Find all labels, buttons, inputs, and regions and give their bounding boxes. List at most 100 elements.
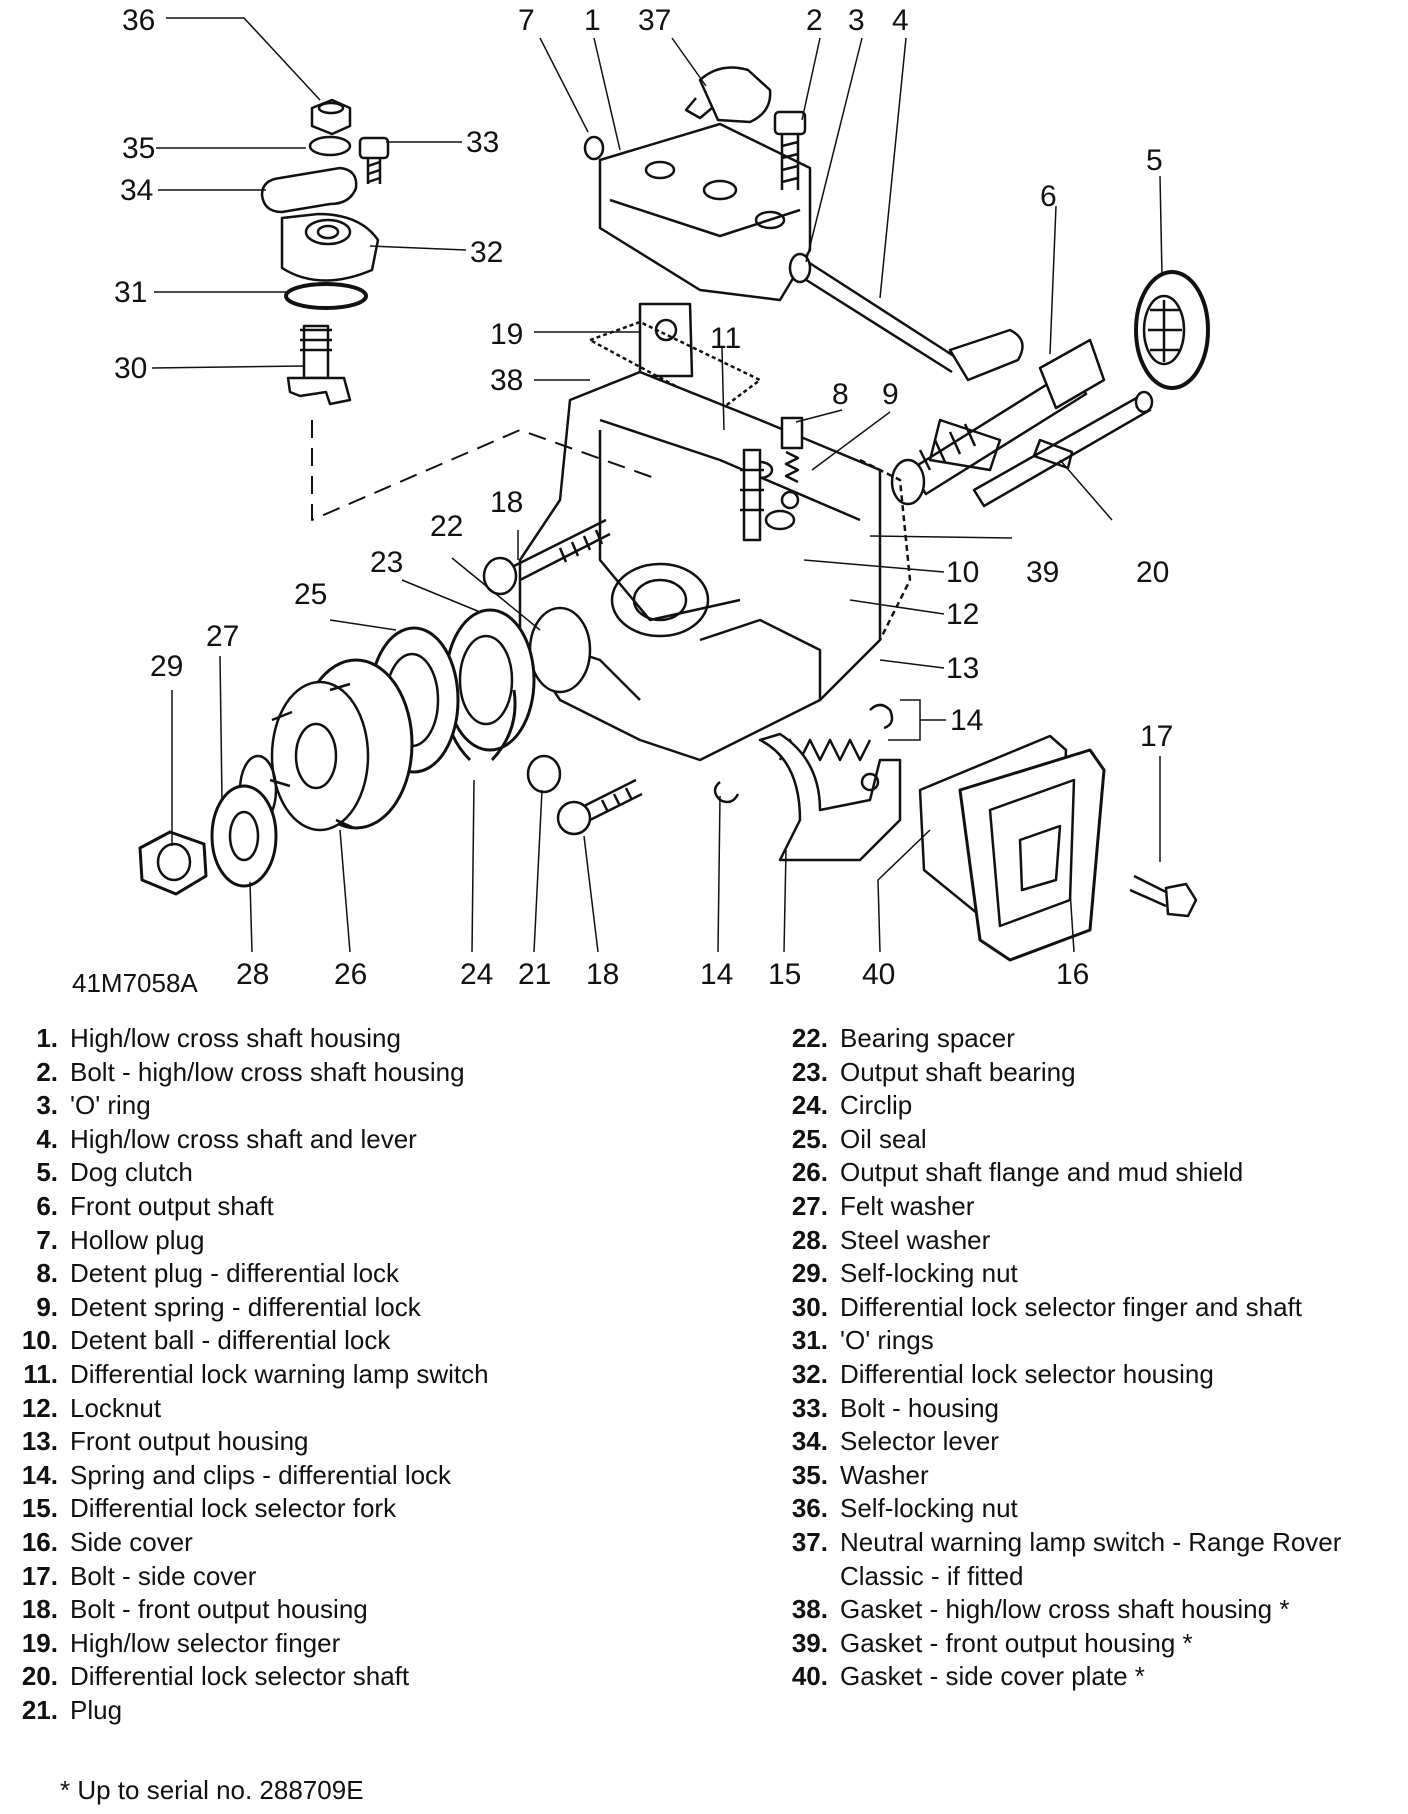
legend-item-number: 1.	[36, 1023, 58, 1053]
legend-item: 22.Bearing spacer	[770, 1022, 1400, 1056]
part-output-shaft-bearing-23	[444, 608, 536, 752]
part-neutral-switch-37	[684, 66, 772, 124]
legend-item-number: 10.	[21, 1325, 58, 1356]
legend-item-number: 12.	[21, 1392, 58, 1423]
legend-item-number: 24.	[791, 1090, 828, 1121]
legend-item: 2.Bolt - high/low cross shaft housing	[0, 1056, 760, 1090]
legend-item-description: Bolt - housing	[840, 1392, 999, 1423]
legend-item: 6.Front output shaft	[0, 1190, 760, 1224]
callout-23: 23	[370, 546, 403, 579]
part-washer-35	[308, 135, 352, 157]
legend-item-description: Gasket - front output housing *	[840, 1627, 1193, 1658]
legend-item-description: Output shaft bearing	[840, 1056, 1076, 1087]
legend-item-number: 21.	[21, 1694, 58, 1725]
legend-item: 3. 'O' ring	[0, 1089, 760, 1123]
legend-item-description: Steel washer	[840, 1224, 991, 1255]
legend-item: 8.Detent plug - differential lock	[0, 1257, 760, 1291]
legend-item: 39. Gasket - front output housing *	[770, 1627, 1400, 1661]
callout-31: 31	[114, 276, 147, 309]
legend-item-number: 35.	[791, 1459, 828, 1490]
legend-item-number: 40.	[791, 1661, 828, 1692]
callout-15: 15	[768, 958, 801, 991]
legend-item-number: 37.	[791, 1526, 828, 1557]
legend-item-number: 36.	[791, 1493, 828, 1524]
callout-38: 38	[490, 364, 523, 397]
legend-item-description: Bolt - high/low cross shaft housing	[70, 1056, 465, 1087]
part-self-locking-nut-36	[310, 98, 352, 136]
callout-14-upper: 14	[950, 704, 983, 737]
legend-item: 32.Differential lock selector housing	[770, 1358, 1400, 1392]
part-cross-shaft-lever-4	[788, 252, 1024, 382]
legend-item-number: 38.	[791, 1594, 828, 1625]
part-selector-finger-30	[286, 324, 352, 406]
callout-35: 35	[122, 132, 155, 165]
legend-item-description: Side cover	[70, 1526, 193, 1557]
callout-28: 28	[236, 958, 269, 991]
callout-29: 29	[150, 650, 183, 683]
callout-1: 1	[584, 4, 601, 37]
legend-item-number: 11.	[23, 1358, 58, 1389]
legend-item-number: 39.	[791, 1627, 828, 1658]
callout-34: 34	[120, 174, 153, 207]
legend-item-number: 9.	[36, 1291, 58, 1322]
legend-item-description: Locknut	[70, 1392, 162, 1423]
part-selector-fork-15	[758, 732, 902, 862]
callout-27: 27	[206, 620, 239, 653]
callout-33: 33	[466, 126, 499, 159]
legend-item-number: 14.	[21, 1459, 58, 1490]
legend-item-description: Detent spring - differential lock	[70, 1291, 421, 1322]
legend-item: 23.Output shaft bearing	[770, 1056, 1400, 1090]
figure-id: 41M7058A	[72, 968, 198, 998]
legend-item-description: High/low cross shaft and lever	[70, 1123, 417, 1154]
legend-item: 12. Locknut	[0, 1392, 760, 1426]
legend-item: 9. Detent spring - differential lock	[0, 1291, 760, 1325]
legend-item-description: 'O' rings	[840, 1325, 934, 1356]
legend-item-number: 33.	[791, 1392, 828, 1423]
leader-lines	[151, 17, 1163, 953]
legend-item-description: Circlip	[840, 1090, 913, 1121]
callout-22: 22	[430, 510, 463, 543]
part-output-flange-26	[269, 658, 414, 832]
legend-item: 26.Output shaft flange and mud shield	[770, 1156, 1400, 1190]
part-gasket-39	[859, 458, 912, 641]
callout-21: 21	[518, 958, 551, 991]
part-detent-assembly	[740, 416, 804, 542]
legend-item: 4.High/low cross shaft and lever	[0, 1123, 760, 1157]
part-bolt-2	[773, 110, 807, 190]
legend-item: 7.Hollow plug	[0, 1224, 760, 1258]
part-o-rings-31	[284, 282, 368, 310]
part-selector-finger-19	[638, 302, 694, 378]
callout-10: 10	[946, 556, 979, 589]
legend-item: 24. Circlip	[770, 1089, 1400, 1123]
callout-39: 39	[1026, 556, 1059, 589]
part-steel-washer-28	[210, 784, 278, 888]
legend-item-number: 17.	[21, 1560, 58, 1591]
legend-item: 15.Differential lock selector fork	[0, 1492, 760, 1526]
legend-item: 36. Self-locking nut	[770, 1492, 1400, 1526]
part-bearing-spacer-22	[528, 606, 592, 694]
part-selector-housing-32	[280, 212, 380, 282]
legend-item: 18.Bolt - front output housing	[0, 1593, 760, 1627]
legend-item: 33. Bolt - housing	[770, 1392, 1400, 1426]
legend-item-number: 20.	[21, 1661, 58, 1692]
legend-item: 5.Dog clutch	[0, 1156, 760, 1190]
callout-37: 37	[638, 4, 671, 37]
callout-25: 25	[294, 578, 327, 611]
callout-26: 26	[334, 958, 367, 991]
callout-numbers: 36 35 33 34 32 31 30 7 1 37 2 3 4 5 6 19…	[114, 4, 1173, 991]
legend-item-number: 25.	[791, 1123, 828, 1154]
legend-item-description: Output shaft flange and mud shield	[840, 1157, 1244, 1188]
legend-item: 29.Self-locking nut	[770, 1257, 1400, 1291]
legend-item-description: 'O' ring	[70, 1090, 151, 1121]
legend-item: 10.Detent ball - differential lock	[0, 1324, 760, 1358]
legend-item-description: Detent plug - differential lock	[70, 1258, 400, 1289]
part-bolt-18-lower	[556, 778, 643, 836]
legend-item-number: 3.	[36, 1090, 58, 1121]
callout-40: 40	[862, 958, 895, 991]
callout-6: 6	[1040, 180, 1057, 213]
part-bolt-17	[1129, 874, 1198, 918]
legend-item-number: 27.	[791, 1190, 828, 1221]
legend-item-description: Self-locking nut	[840, 1493, 1018, 1524]
callout-11: 11	[710, 322, 741, 355]
